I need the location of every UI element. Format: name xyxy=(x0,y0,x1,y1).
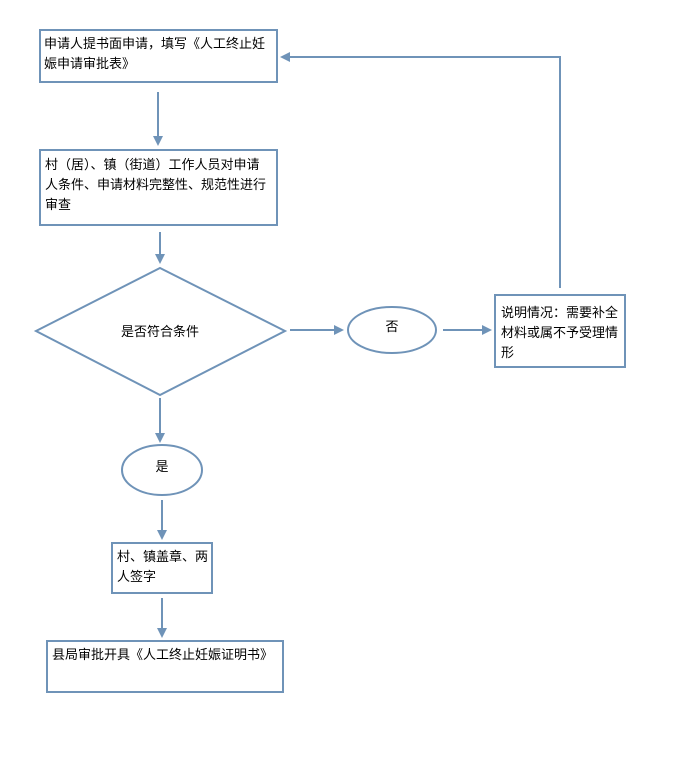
apply-text: 申请人提书面申请，填写《人工终止妊娠申请审批表》 xyxy=(44,37,266,72)
arrow-explain-back-to-apply xyxy=(280,52,561,288)
review-box xyxy=(39,149,278,226)
certify-box xyxy=(46,640,284,693)
stamp-box xyxy=(111,542,213,594)
explain-box xyxy=(494,294,626,368)
decision-diamond xyxy=(33,266,288,397)
yes-oval xyxy=(121,444,203,496)
decision-text: 是否符合条件 xyxy=(120,325,199,340)
yes-text: 是 xyxy=(155,460,169,475)
review-text: 村（居）、镇（街道）工作人员对申请人条件、申请材料完整性、规范性进行审查 xyxy=(45,158,267,213)
no-oval xyxy=(347,306,437,354)
no-text: 否 xyxy=(385,320,399,335)
apply-box xyxy=(39,29,278,83)
stamp-text: 村、镇盖章、两人签字 xyxy=(117,550,209,585)
explain-text: 说明情况：需要补全材料或属不予受理情形 xyxy=(501,306,619,361)
certify-text: 县局审批开具《人工终止妊娠证明书》 xyxy=(52,648,274,663)
